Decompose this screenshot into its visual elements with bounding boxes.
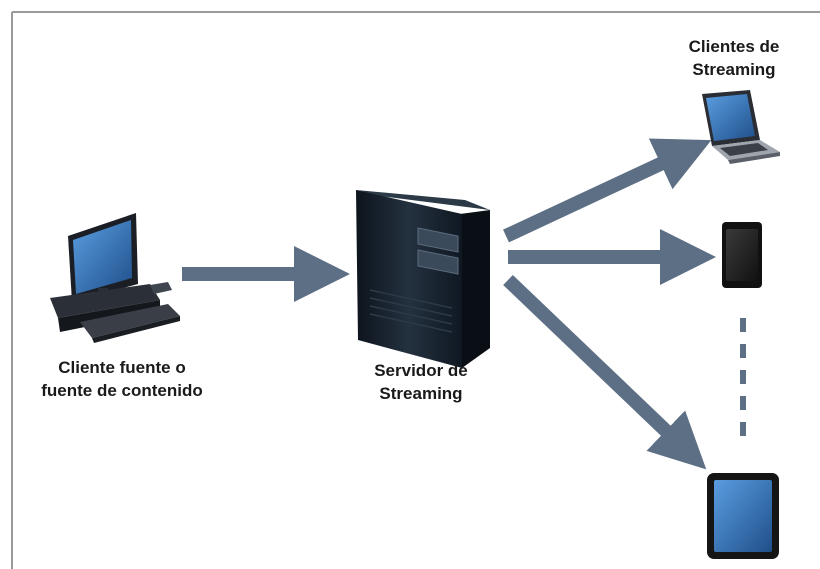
- clients-label-line2: Streaming: [692, 60, 776, 79]
- source-label-line2: fuente de contenido: [41, 381, 203, 400]
- desktop-computer-icon: [50, 213, 180, 343]
- server-label-line2: Streaming: [379, 384, 463, 403]
- source-label: Cliente fuente o fuente de contenido: [24, 356, 220, 402]
- server-tower-icon: [356, 190, 490, 368]
- frame-border: [11, 11, 820, 569]
- arrow-server-to-laptop: [503, 138, 712, 243]
- laptop-icon: [702, 90, 780, 164]
- smartphone-icon: [722, 222, 762, 288]
- tablet-icon: [707, 473, 779, 559]
- source-label-line1: Cliente fuente o: [58, 358, 186, 377]
- server-label: Servidor de Streaming: [346, 359, 496, 405]
- arrow-server-to-tablet: [503, 274, 707, 470]
- clients-label-line1: Clientes de: [688, 37, 780, 56]
- clients-label: Clientes de Streaming: [665, 35, 803, 81]
- server-label-line1: Servidor de: [374, 361, 468, 380]
